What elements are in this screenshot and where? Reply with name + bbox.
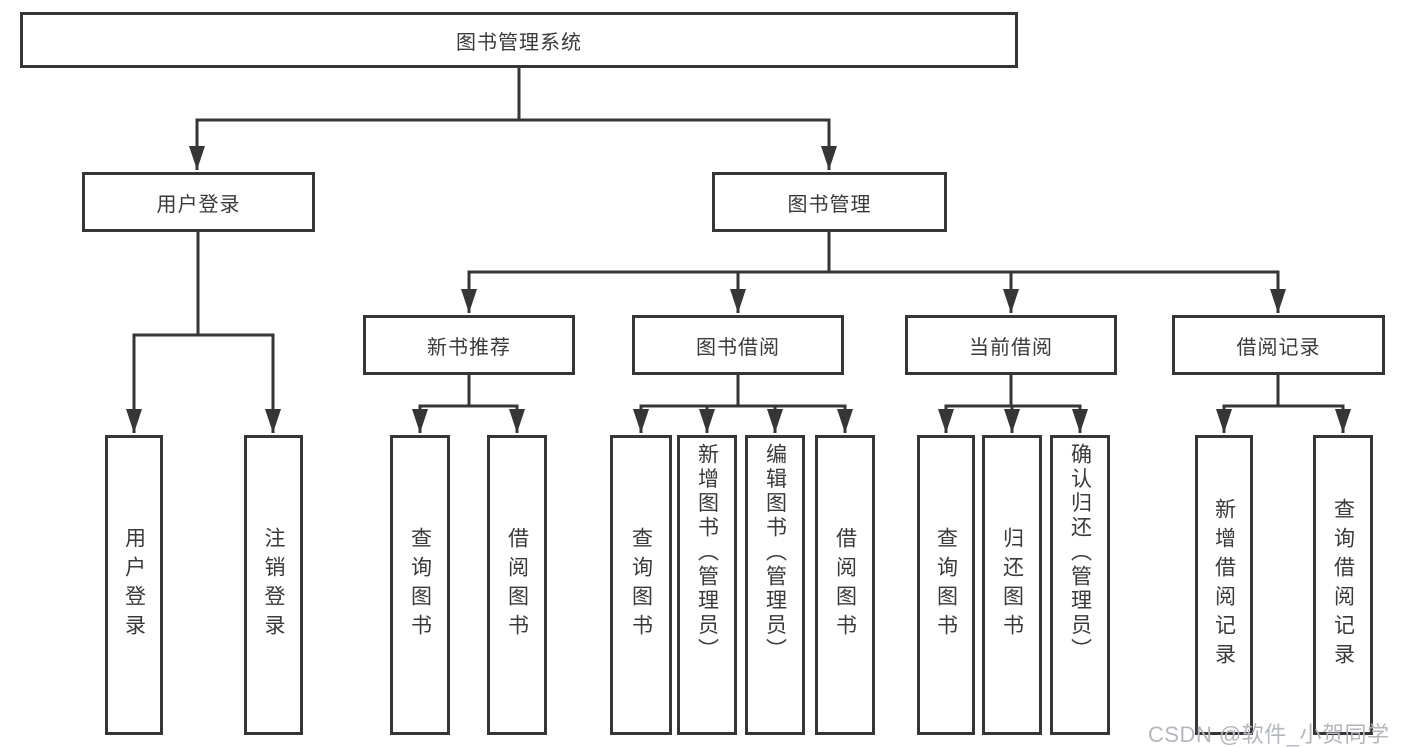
leaf-add-borrow-record: 新增借阅记录: [1195, 435, 1253, 735]
node-label: 借阅图书: [833, 527, 857, 643]
node-book-borrowing: 图书借阅: [632, 315, 844, 375]
connector-bookmgmt-split: [467, 230, 1280, 274]
node-borrowing-records: 借阅记录: [1172, 315, 1385, 375]
connector-newbooks-split: [418, 373, 519, 408]
connector-borrow-split: [639, 373, 847, 408]
node-label: 归还图书: [1000, 527, 1024, 643]
node-label: 借阅记录: [1236, 336, 1321, 359]
node-new-book-recommend: 新书推荐: [363, 315, 575, 375]
leaf-borrow-books-2: 借阅图书: [815, 435, 875, 735]
leaf-confirm-return-admin: 确认归还（管理员）: [1050, 435, 1110, 735]
node-label: 新增图书（管理员）: [695, 443, 719, 663]
leaf-edit-books-admin: 编辑图书（管理员）: [745, 435, 805, 735]
node-label: 新书推荐: [427, 336, 511, 359]
connector-userlogin-split: [132, 230, 275, 337]
leaf-user-login: 用户登录: [105, 435, 163, 735]
node-current-borrowing: 当前借阅: [905, 315, 1117, 375]
node-label: 图书借阅: [696, 336, 780, 359]
csdn-watermark: CSDN @软件_小贺同学: [1148, 722, 1390, 747]
node-label: 确认归还（管理员）: [1068, 443, 1092, 663]
node-label: 注销登录: [262, 527, 285, 643]
leaf-query-books-2: 查询图书: [610, 435, 672, 735]
node-label: 借阅图书: [505, 527, 529, 643]
node-user-login: 用户登录: [82, 172, 315, 232]
leaf-return-books: 归还图书: [982, 435, 1042, 735]
connector-root-split: [195, 66, 831, 122]
node-label: 当前借阅: [969, 336, 1053, 359]
node-label: 查询借阅记录: [1331, 498, 1355, 672]
connector-records-split: [1222, 373, 1345, 408]
leaf-query-books-3: 查询图书: [917, 435, 975, 735]
leaf-query-books-1: 查询图书: [390, 435, 450, 735]
connector-current-split: [944, 373, 1082, 408]
leaf-logout: 注销登录: [244, 435, 303, 735]
node-library-management-system: 图书管理系统: [20, 12, 1018, 68]
node-label: 查询图书: [408, 527, 432, 643]
node-label: 图书管理: [787, 193, 872, 216]
node-label: 用户登录: [156, 193, 241, 216]
node-label: 编辑图书（管理员）: [763, 443, 787, 663]
leaf-add-books-admin: 新增图书（管理员）: [677, 435, 737, 735]
node-label: 查询图书: [629, 527, 653, 643]
leaf-borrow-books-1: 借阅图书: [487, 435, 547, 735]
node-book-management: 图书管理: [712, 172, 947, 232]
node-label: 查询图书: [934, 527, 958, 643]
leaf-query-borrow-record: 查询借阅记录: [1313, 435, 1373, 735]
node-label: 图书管理系统: [456, 31, 582, 54]
node-label: 用户登录: [122, 527, 146, 643]
node-label: 新增借阅记录: [1212, 498, 1236, 672]
